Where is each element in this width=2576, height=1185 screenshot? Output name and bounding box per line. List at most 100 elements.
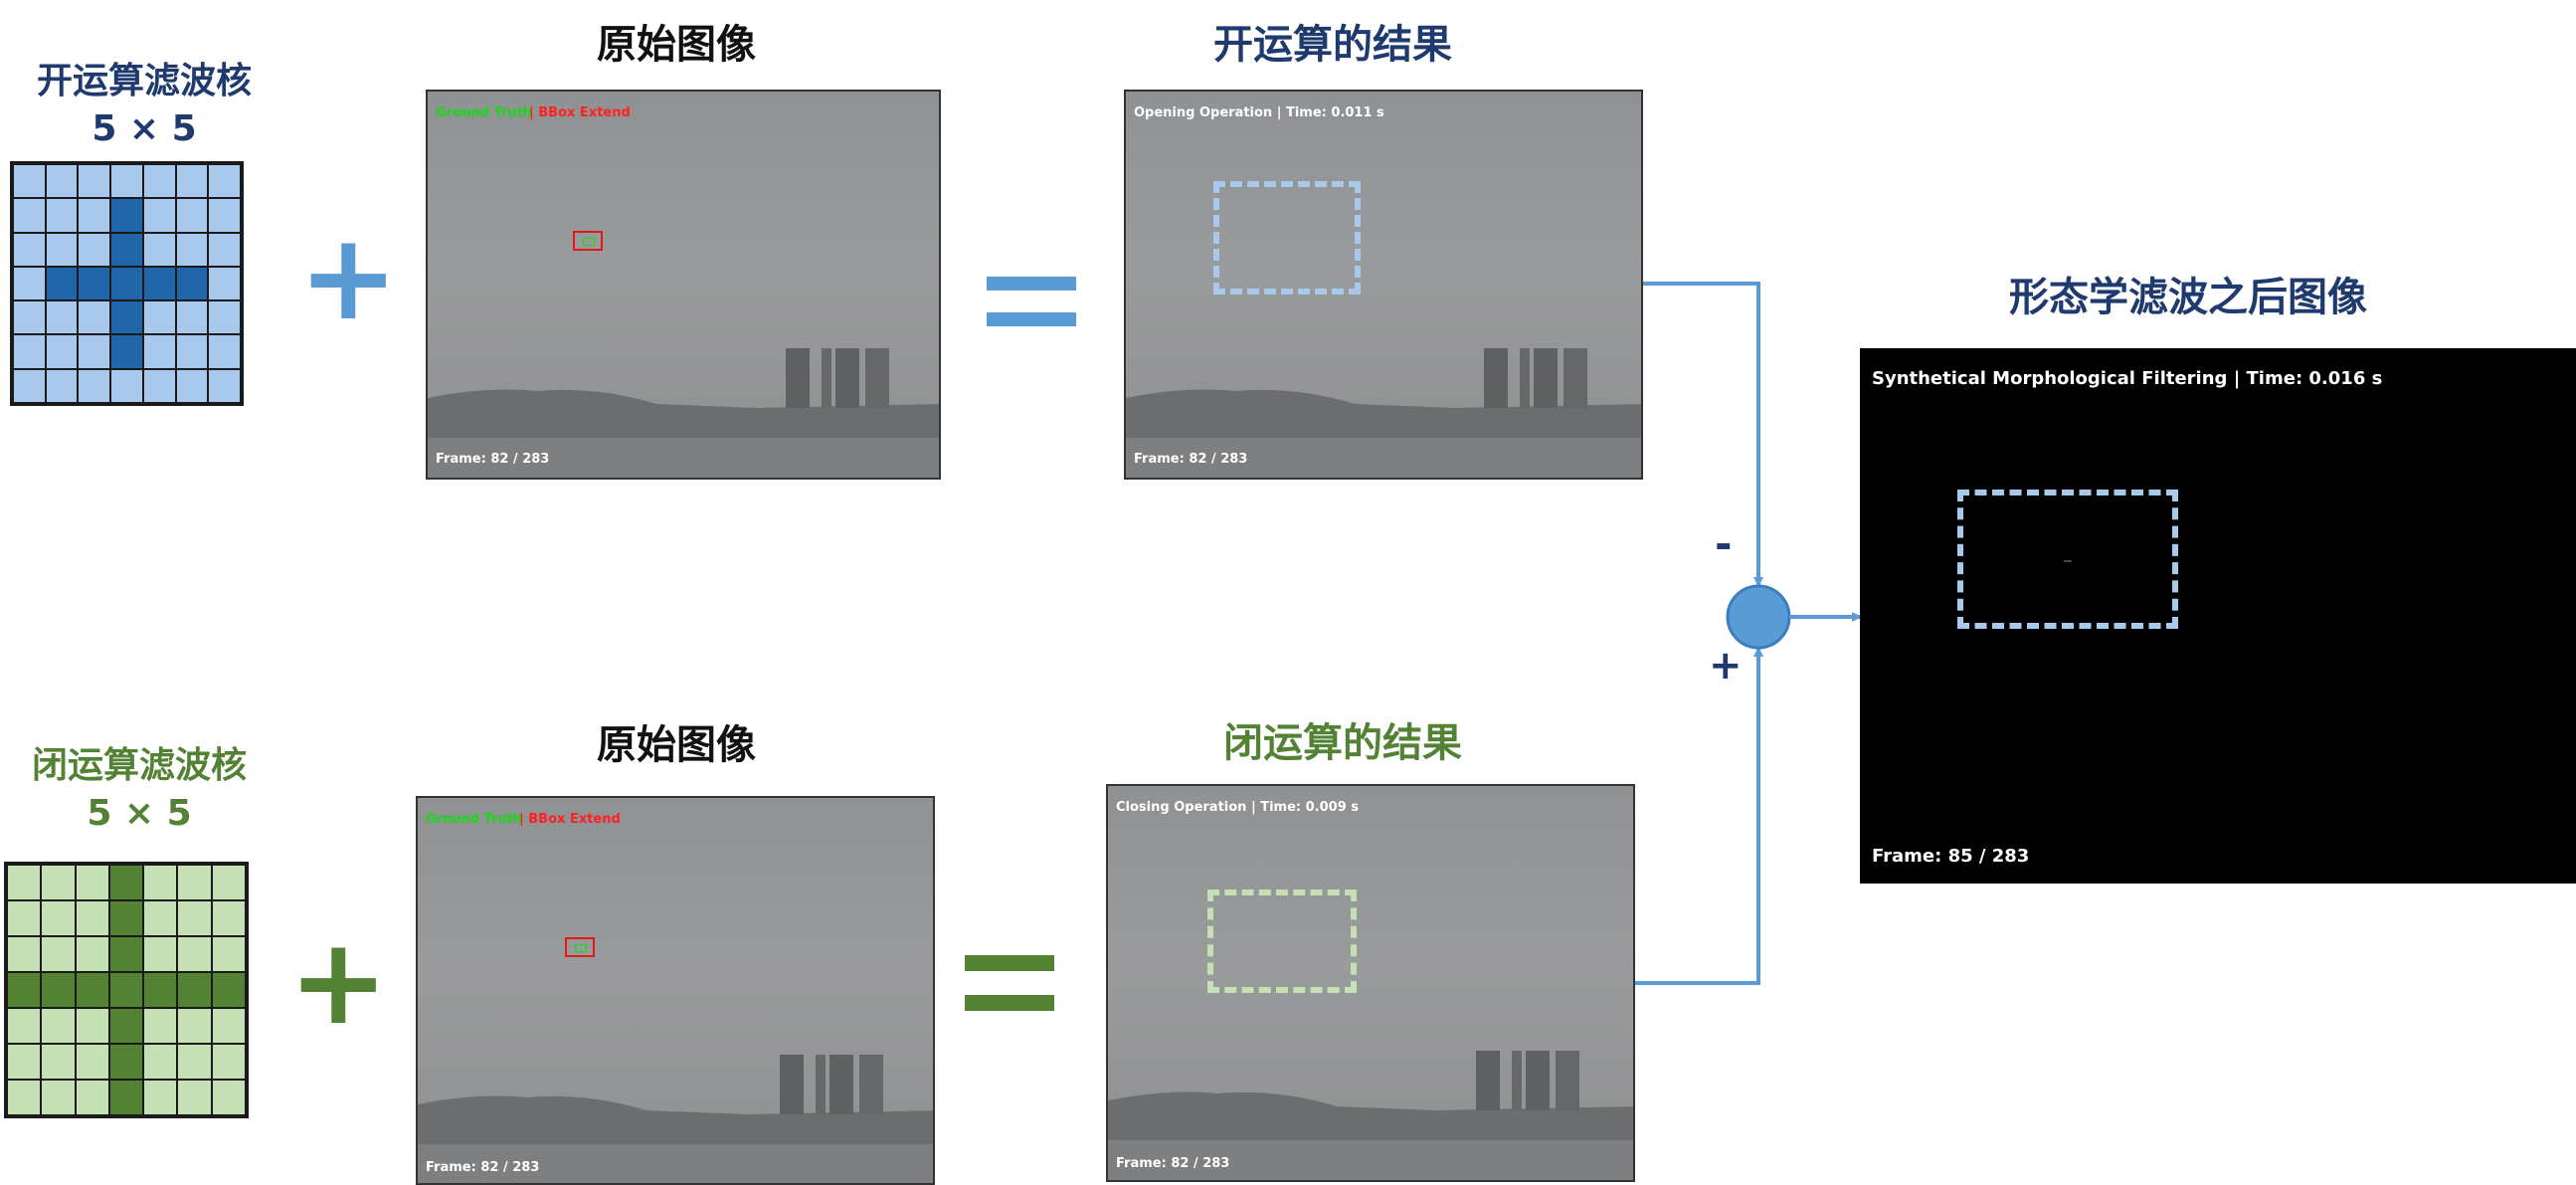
kernel-cell: [41, 900, 76, 936]
top-result-image: Opening Operation | Time: 0.011 s Frame:…: [1124, 90, 1643, 480]
kernel-cell: [142, 232, 176, 267]
bottom-result-frame: Frame: 82 / 283: [1116, 1156, 1230, 1171]
kernel-cell: [175, 334, 209, 369]
top-target-bbox: [573, 231, 603, 251]
bottom-original-frame: Frame: 82 / 283: [426, 1160, 540, 1175]
bottom-equals-sign: [965, 955, 1054, 1015]
kernel-cell: [108, 1044, 144, 1080]
kernel-cell: [211, 972, 246, 1008]
kernel-cell: [45, 232, 79, 267]
top-original-image: Ground Truth | BBox Extend Frame: 82 / 2…: [426, 90, 941, 480]
bottom-result-title: 闭运算的结果: [1223, 720, 1462, 766]
kernel-cell: [41, 972, 76, 1008]
kernel-cell: [75, 900, 109, 936]
kernel-cell: [108, 972, 144, 1008]
kernel-cell: [110, 266, 143, 301]
kernel-cell: [41, 1008, 76, 1044]
kernel-cell: [143, 1008, 178, 1044]
kernel-cell: [175, 300, 209, 335]
kernel-cell: [175, 232, 209, 267]
kernel-cell: [41, 1044, 76, 1080]
kernel-cell: [175, 266, 209, 301]
final-frame: Frame: 85 / 283: [1872, 846, 2030, 867]
kernel-cell: [208, 198, 241, 233]
final-target-blip: [2064, 560, 2072, 562]
close-kernel-label: 闭运算滤波核 5 × 5: [5, 742, 274, 838]
kernel-cell: [108, 936, 144, 972]
kernel-cell: [177, 1008, 212, 1044]
kernel-cell: [208, 266, 241, 301]
kernel-cell: [13, 266, 46, 301]
kernel-cell: [208, 334, 241, 369]
kernel-cell: [78, 266, 111, 301]
close-kernel-size: 5 × 5: [87, 793, 192, 834]
kernel-cell: [143, 865, 178, 900]
final-image: Synthetical Morphological Filtering | Ti…: [1860, 348, 2576, 884]
bottom-result-dashbox: [1207, 889, 1357, 993]
minus-sign: -: [1715, 519, 1733, 568]
kernel-cell: [211, 1080, 246, 1115]
kernel-cell: [110, 368, 143, 403]
bottom-target-bbox: [565, 937, 595, 957]
kernel-cell: [211, 900, 246, 936]
kernel-cell: [143, 972, 178, 1008]
top-connector-line: [1643, 282, 1763, 587]
kernel-cell: [78, 368, 111, 403]
kernel-cell: [75, 972, 109, 1008]
top-result-title: 开运算的结果: [1213, 22, 1452, 68]
kernel-cell: [78, 334, 111, 369]
kernel-cell: [75, 936, 109, 972]
kernel-cell: [143, 900, 178, 936]
combine-plus-sign: +: [1709, 643, 1743, 689]
top-original-title: 原始图像: [597, 22, 756, 68]
kernel-cell: [13, 164, 46, 199]
kernel-cell: [108, 1080, 144, 1115]
kernel-cell: [7, 1008, 42, 1044]
kernel-cell: [108, 900, 144, 936]
top-equals-sign: [987, 277, 1076, 328]
kernel-cell: [211, 1044, 246, 1080]
kernel-cell: [7, 1080, 42, 1115]
kernel-cell: [177, 1080, 212, 1115]
bottom-original-title: 原始图像: [597, 722, 756, 768]
kernel-cell: [211, 936, 246, 972]
bottom-connector-line: [1635, 647, 1763, 985]
bottom-bbox-label: | BBox Extend: [519, 812, 621, 827]
final-dashbox: [1957, 490, 2178, 629]
kernel-cell: [142, 164, 176, 199]
kernel-cell: [143, 1044, 178, 1080]
kernel-cell: [7, 900, 42, 936]
kernel-cell: [13, 300, 46, 335]
top-result-frame: Frame: 82 / 283: [1134, 452, 1248, 467]
final-title: 形态学滤波之后图像: [2009, 275, 2367, 320]
kernel-cell: [177, 865, 212, 900]
kernel-cell: [142, 334, 176, 369]
kernel-cell: [177, 900, 212, 936]
kernel-cell: [75, 865, 109, 900]
kernel-cell: [177, 972, 212, 1008]
kernel-cell: [45, 198, 79, 233]
top-bbox-label: | BBox Extend: [529, 105, 631, 120]
kernel-cell: [110, 164, 143, 199]
kernel-cell: [110, 198, 143, 233]
kernel-cell: [78, 300, 111, 335]
kernel-cell: [110, 232, 143, 267]
bottom-result-image: Closing Operation | Time: 0.009 s Frame:…: [1106, 784, 1635, 1182]
bottom-original-image: Ground Truth | BBox Extend Frame: 82 / 2…: [416, 796, 935, 1185]
kernel-cell: [142, 198, 176, 233]
close-kernel-title: 闭运算滤波核: [31, 745, 247, 786]
kernel-cell: [7, 865, 42, 900]
kernel-cell: [13, 368, 46, 403]
kernel-cell: [7, 1044, 42, 1080]
kernel-cell: [41, 865, 76, 900]
kernel-cell: [175, 198, 209, 233]
kernel-cell: [7, 936, 42, 972]
kernel-cell: [45, 300, 79, 335]
kernel-cell: [110, 334, 143, 369]
kernel-cell: [108, 865, 144, 900]
top-plus-sign: +: [298, 209, 399, 347]
kernel-cell: [41, 936, 76, 972]
kernel-cell: [45, 334, 79, 369]
kernel-cell: [143, 1080, 178, 1115]
